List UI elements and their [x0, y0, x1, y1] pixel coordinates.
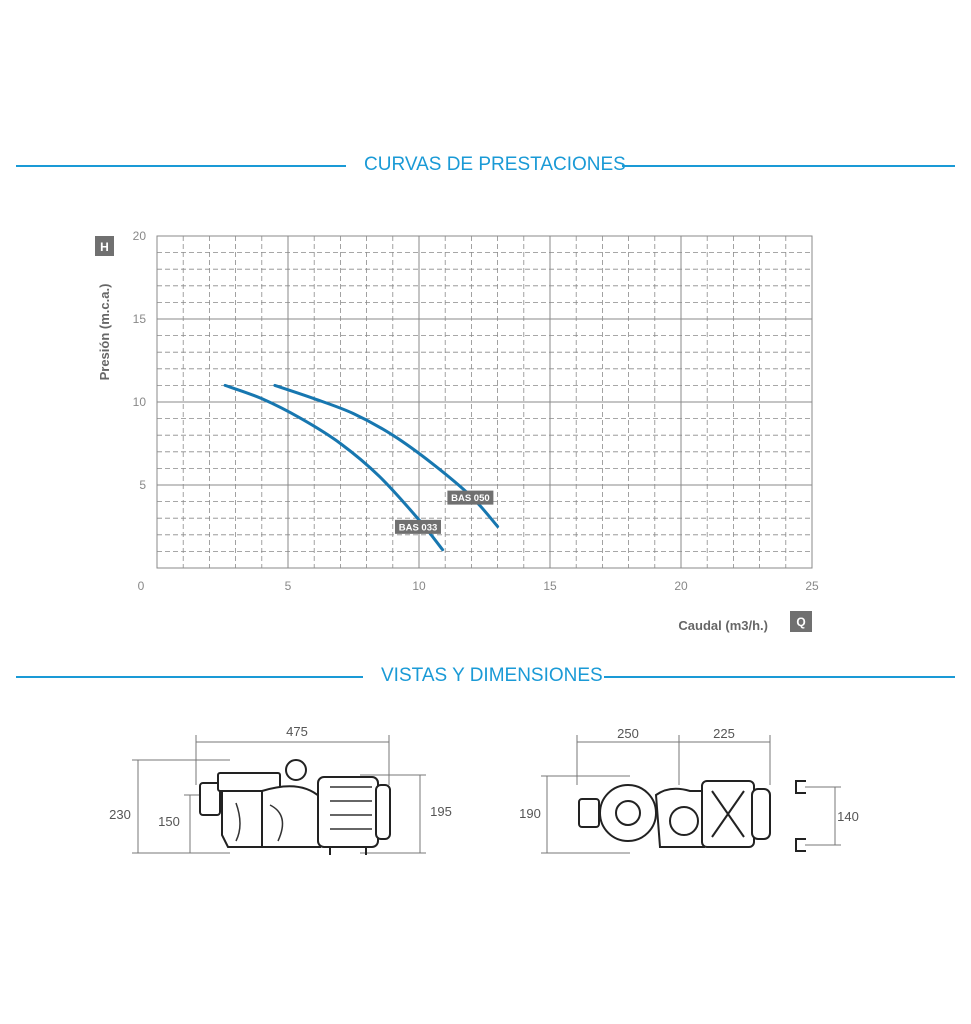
y-tick-label: 5	[139, 478, 146, 492]
series-label-box-0	[395, 519, 441, 534]
header-rule-right	[604, 676, 955, 678]
x-tick-label: 25	[805, 579, 819, 593]
performance-section-header: CURVAS DE PRESTACIONES	[0, 154, 971, 178]
series-line-1	[273, 383, 500, 528]
dim-side-length: 475	[286, 724, 308, 739]
dim-side-axis-height: 150	[158, 814, 180, 829]
dim-top-depth: 190	[519, 806, 541, 821]
performance-chart: 0 5 10 15 20 25 5 10 15 20 BAS 033 BAS 050 H Presi…	[95, 229, 819, 633]
x-axis-label: Caudal (m3/h.)	[678, 618, 768, 633]
x-tick-label: 10	[412, 579, 426, 593]
y-tick-label: 15	[133, 312, 147, 326]
series-label-1: BAS 050	[451, 493, 490, 504]
x-tick-label: 0	[138, 579, 145, 593]
base-bracket-icons	[795, 780, 806, 852]
dim-side-motor-height: 195	[430, 804, 452, 819]
pump-side-view-drawing	[199, 759, 391, 855]
dim-top-base-spacing: 140	[837, 809, 859, 824]
series-label-box-1	[447, 490, 494, 505]
dimensions-section-header: VISTAS Y DIMENSIONES	[0, 665, 971, 689]
dim-top-motor-width: 225	[713, 726, 735, 741]
plot-frame	[156, 235, 813, 569]
dimensions-section-title: VISTAS Y DIMENSIONES	[381, 665, 603, 686]
chart-ticks: 0 5 10 15 20 25 5 10 15 20	[133, 229, 819, 593]
chart-series-labels: BAS 033 BAS 050	[395, 490, 494, 534]
x-axis-badge: Q	[796, 615, 805, 629]
x-tick-label: 20	[674, 579, 688, 593]
pump-top-view-drawing	[578, 780, 771, 848]
chart-series	[223, 383, 500, 552]
dim-top-pump-width: 250	[617, 726, 639, 741]
y-axis-label: Presión (m.c.a.)	[97, 284, 112, 381]
dimension-drawings: 475 230 150 195 250 225 190 140	[109, 724, 859, 855]
header-rule-right	[622, 165, 955, 167]
x-axis-badge-box	[790, 611, 812, 632]
y-tick-label: 20	[133, 229, 147, 243]
y-tick-label: 10	[133, 395, 147, 409]
performance-section-title: CURVAS DE PRESTACIONES	[364, 154, 626, 175]
dim-side-height: 230	[109, 807, 131, 822]
y-axis-badge: H	[100, 240, 109, 254]
y-axis-badge-box	[95, 236, 114, 256]
x-tick-label: 15	[543, 579, 557, 593]
header-rule-left	[16, 676, 363, 678]
chart-grid	[156, 235, 813, 569]
x-tick-label: 5	[285, 579, 292, 593]
series-label-0: BAS 033	[399, 522, 438, 533]
header-rule-left	[16, 165, 346, 167]
